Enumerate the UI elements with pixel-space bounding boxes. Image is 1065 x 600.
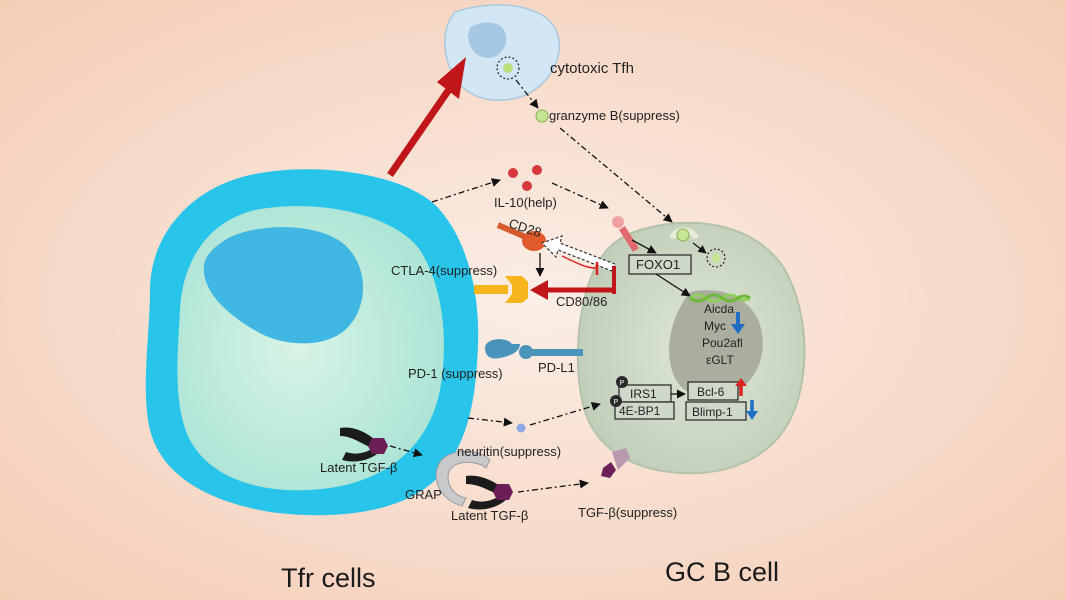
cd28-receptor-icon: [496, 222, 546, 251]
foxo1-label: FOXO1: [636, 257, 680, 272]
red-arrow-icon: [530, 266, 616, 300]
myc-label: Myc: [704, 319, 726, 333]
dna-icon: [689, 293, 751, 303]
gc-b-cell-title: GC B cell: [665, 557, 779, 587]
latent-tgfb-icon: [340, 427, 388, 462]
tgfb-label: TGF-β(suppress): [578, 505, 677, 520]
pdl1-label: PD-L1: [538, 360, 575, 375]
foxo1-box: [628, 254, 692, 275]
grap-label: GRAP: [405, 487, 442, 502]
grap-icon: [435, 450, 491, 507]
pd1-label: PD-1 (suppress): [408, 366, 503, 381]
cytotoxic-tfh-label: cytotoxic Tfh: [550, 60, 634, 77]
tfr-cell: [145, 169, 479, 516]
pd1-receptor-icon: [485, 339, 520, 359]
neuritin-dot: [516, 423, 526, 433]
bcl6-label: Bcl-6: [697, 385, 725, 399]
down-arrow-icon: [731, 312, 745, 334]
latent-tgfb-label: Latent TGF-β: [451, 508, 528, 523]
cd80-86-label: CD80/86: [556, 294, 607, 309]
red-block-arrow-icon: [387, 57, 466, 177]
pou2afl-label: Pou2afl: [702, 336, 743, 350]
ebp1-label: 4E-BP1: [619, 404, 661, 418]
tfr-cells-title: Tfr cells: [281, 563, 376, 593]
tfr-nucleus: [203, 227, 364, 344]
phospho-label: P: [614, 399, 619, 406]
pdl1-receptor-icon: [519, 345, 583, 359]
granzyme-label: granzyme B(suppress): [549, 108, 680, 123]
blimp1-label: Blimp-1: [692, 405, 733, 419]
cytotoxic-tfh-cell: [444, 4, 560, 101]
latent-tgfb-icon: [466, 475, 513, 510]
aicda-label: Aicda: [704, 302, 734, 316]
tgfb-receptor-icon: [601, 448, 630, 478]
down-arrow-icon: [746, 400, 758, 420]
granzyme-receptor-icon: [669, 227, 726, 268]
eglt-label: εGLT: [706, 353, 734, 367]
ebp1-box: [614, 401, 675, 420]
il10-dot: [532, 165, 542, 175]
il10-dot: [508, 168, 518, 178]
up-arrow-icon: [735, 378, 747, 396]
irs1-label: IRS1: [630, 387, 657, 401]
il10-receptor-icon: [612, 216, 639, 252]
bcl6-box: [687, 381, 739, 401]
phospho-label: P: [620, 380, 625, 387]
granzyme-dot: [535, 109, 549, 123]
ctla4-label: CTLA-4(suppress): [391, 263, 497, 278]
latent-tgfb-label: Latent TGF-β: [320, 460, 397, 475]
ctla4-receptor-icon: [474, 276, 528, 303]
il10-label: IL-10(help): [494, 195, 557, 210]
neuritin-label: neuritin(suppress): [457, 444, 561, 459]
phospho-icon: [610, 376, 628, 407]
il10-dot: [522, 181, 532, 191]
